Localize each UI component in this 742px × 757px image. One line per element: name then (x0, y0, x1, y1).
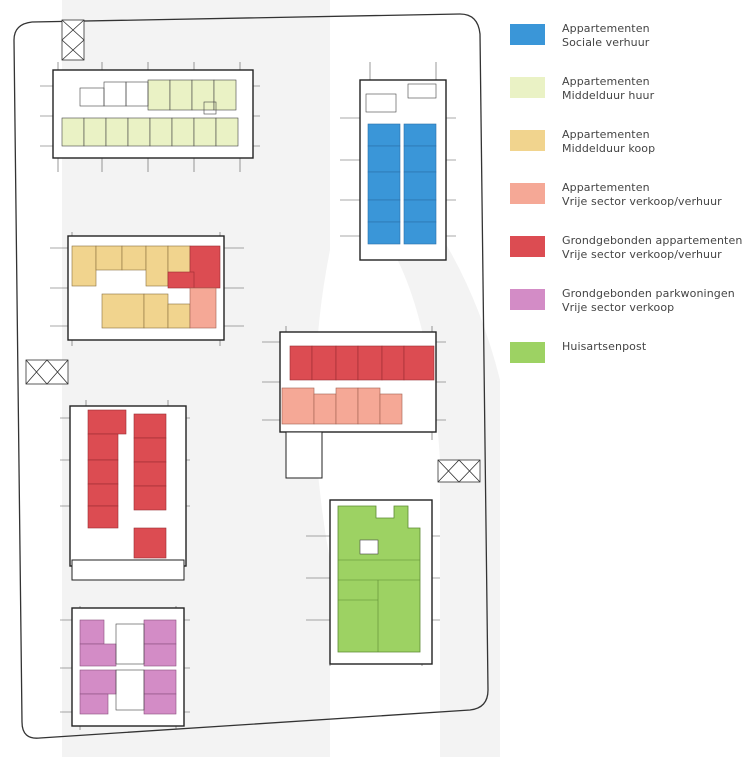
legend-swatch (510, 183, 545, 204)
building-middelduur-koop (50, 232, 244, 346)
legend-line1: Appartementen (562, 22, 650, 35)
entrance-markers (25, 19, 481, 483)
legend-item-huisartsenpost: Huisartsenpost (510, 340, 742, 393)
legend-swatch (510, 77, 545, 98)
legend-swatch (510, 342, 545, 363)
building-sociale-verhuur (340, 62, 456, 261)
building-grondgebonden-appartementen (60, 400, 190, 581)
legend-line1: Grondgebonden appartementen (562, 234, 742, 247)
legend-line1: Appartementen (562, 75, 650, 88)
legend-swatch (510, 289, 545, 310)
legend-line2: Vrije sector verkoop (562, 301, 675, 314)
building-vrije-sector (262, 326, 446, 479)
legend-line1: Grondgebonden parkwoningen (562, 287, 735, 300)
legend-line1: Huisartsenpost (562, 340, 647, 353)
site-boundary (13, 13, 489, 739)
legend-swatch (510, 24, 545, 45)
legend-line2: Sociale verhuur (562, 36, 650, 49)
legend-swatch (510, 130, 545, 151)
legend-line2: Middelduur koop (562, 142, 656, 155)
building-parkwoningen (60, 606, 190, 730)
legend-swatch (510, 236, 545, 257)
legend-line1: Appartementen (562, 128, 650, 141)
legend-line2: Vrije sector verkoop/verhuur (562, 195, 722, 208)
building-middelduur-huur (40, 62, 260, 172)
legend-line2: Middelduur huur (562, 89, 655, 102)
building-huisartsenpost (306, 499, 440, 666)
legend-line1: Appartementen (562, 181, 650, 194)
legend-line2: Vrije sector verkoop/verhuur (562, 248, 722, 261)
